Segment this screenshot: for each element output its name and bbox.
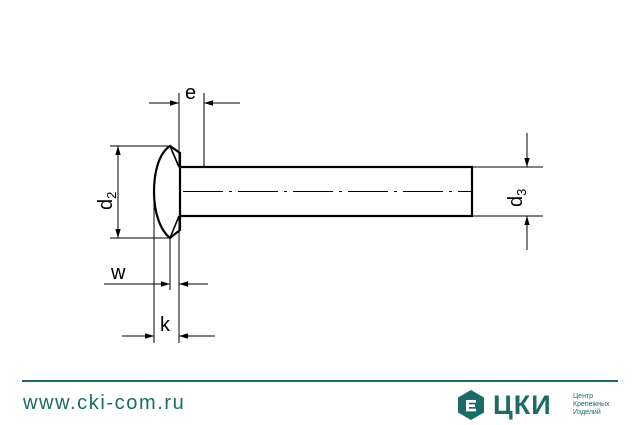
website-link[interactable]: www.cki-com.ru: [23, 392, 186, 414]
dimension-label-k: k: [160, 314, 171, 336]
hexagon-e-icon: [458, 390, 484, 420]
dimension-label-e: e: [185, 82, 196, 104]
logo-tagline: Центр Крепежных Изделий: [573, 393, 633, 417]
dimension-label-w: w: [110, 262, 126, 284]
head-underside-line: [169, 145, 180, 168]
logo-tagline-line: Изделий: [573, 409, 601, 416]
dimension-label-d3: d3: [505, 189, 529, 207]
dimension-label-d2: d2: [95, 192, 119, 210]
footer-divider: [22, 380, 618, 382]
logo-wordmark: ЦКИ: [493, 390, 552, 420]
logo-tagline-line: Крепежных: [573, 401, 610, 408]
logo-tagline-line: Центр: [573, 393, 594, 400]
head-underside-line: [169, 215, 180, 239]
rivet-technical-drawing: e d2 d3 w k: [95, 82, 543, 343]
